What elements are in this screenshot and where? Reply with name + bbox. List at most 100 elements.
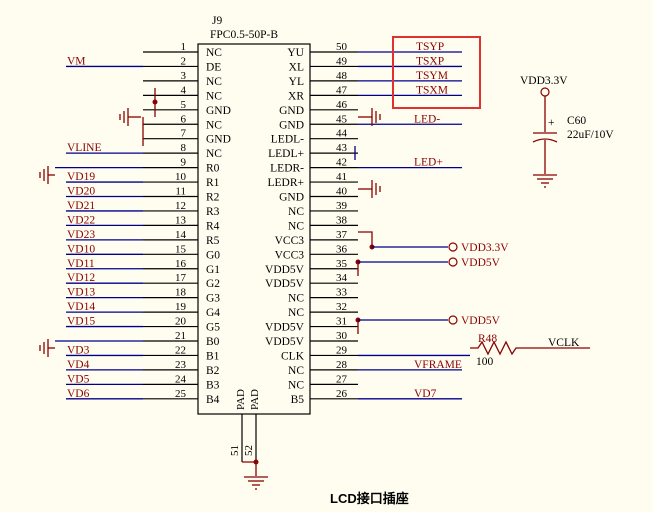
net-label: VD15 — [67, 316, 95, 328]
net-label: VD13 — [67, 287, 95, 299]
pin-name: R5 — [206, 235, 220, 247]
cap-supply-port — [540, 87, 550, 97]
pin-name: NC — [288, 379, 304, 391]
pin-name: YU — [287, 47, 304, 59]
ground-symbol-left-a — [119, 108, 141, 126]
pin-number: 7 — [181, 128, 187, 140]
pad-pin-51: 51 — [229, 445, 241, 456]
ground-symbol-right-a — [358, 108, 381, 126]
pin-number: 24 — [175, 373, 187, 385]
pin-name: YL — [289, 76, 304, 88]
net-label: VD22 — [67, 214, 95, 226]
pin-name: GND — [279, 105, 304, 117]
pin-name: R4 — [206, 220, 220, 232]
pin-name: GND — [279, 192, 304, 204]
pin-number: 13 — [175, 214, 187, 226]
pin-number: 41 — [336, 171, 347, 183]
net-label: VLINE — [67, 142, 102, 154]
vdd33-port — [448, 242, 458, 252]
pin-name: R3 — [206, 206, 220, 218]
junction-pad — [253, 459, 259, 465]
pin-name: VCC3 — [275, 235, 305, 247]
pin-name: G2 — [206, 278, 220, 290]
pin-number: 33 — [336, 287, 348, 299]
net-label: TSYM — [416, 70, 448, 82]
connector-part: FPC0.5-50P-B — [210, 29, 278, 41]
pad-tie — [242, 461, 257, 476]
net-label: VD10 — [67, 243, 95, 255]
pin-number: 39 — [336, 200, 348, 212]
net-label: LED- — [414, 113, 440, 125]
pin-name: B5 — [291, 394, 305, 406]
pin-name: G3 — [206, 293, 220, 305]
pin-number: 43 — [336, 142, 348, 154]
pin-name: NC — [206, 119, 222, 131]
resistor-r48 — [470, 340, 590, 356]
pin-number: 6 — [181, 113, 187, 125]
net-label: VD20 — [67, 186, 95, 198]
pin-name: LEDR- — [270, 163, 304, 175]
connector-body — [197, 43, 311, 415]
pin-name: G4 — [206, 307, 220, 319]
pin-name: XL — [289, 61, 304, 73]
pin-name: B4 — [206, 394, 220, 406]
net-label: VD11 — [67, 258, 95, 270]
pin-name: NC — [288, 293, 304, 305]
net-label: TSXM — [416, 84, 448, 96]
pin-name: B0 — [206, 336, 220, 348]
pin-name: G5 — [206, 322, 220, 334]
pin-name: NC — [288, 206, 304, 218]
pin-number: 2 — [181, 55, 187, 67]
pin-number: 36 — [336, 243, 348, 255]
net-label: VM — [67, 55, 86, 67]
net-label: TSXP — [416, 55, 444, 67]
net-label-vclk: VCLK — [548, 337, 580, 349]
pin-name: G1 — [206, 264, 220, 276]
pin-number: 30 — [336, 330, 348, 342]
touch-nets-highlight — [392, 36, 481, 109]
pin-number: 11 — [175, 186, 186, 198]
pin-number: 1 — [181, 41, 187, 53]
pin-name: R2 — [206, 192, 220, 204]
pin-name: VDD5V — [265, 322, 305, 334]
pin-number: 42 — [336, 157, 347, 169]
net-label: VD7 — [414, 388, 437, 400]
net-label: LED+ — [414, 157, 443, 169]
pin-name: NC — [288, 307, 304, 319]
ground-symbol-left-c — [39, 339, 55, 357]
pin-name: VDD5V — [265, 278, 305, 290]
pin-number: 49 — [336, 55, 348, 67]
pin-number: 47 — [336, 84, 348, 96]
pin-number: 23 — [175, 359, 187, 371]
pin-name: DE — [206, 61, 221, 73]
net-label: VD4 — [67, 359, 90, 371]
pad-label-1: PAD — [235, 389, 247, 410]
pin-name: NC — [288, 365, 304, 377]
pin-number: 48 — [336, 70, 348, 82]
pin-number: 4 — [181, 84, 187, 96]
